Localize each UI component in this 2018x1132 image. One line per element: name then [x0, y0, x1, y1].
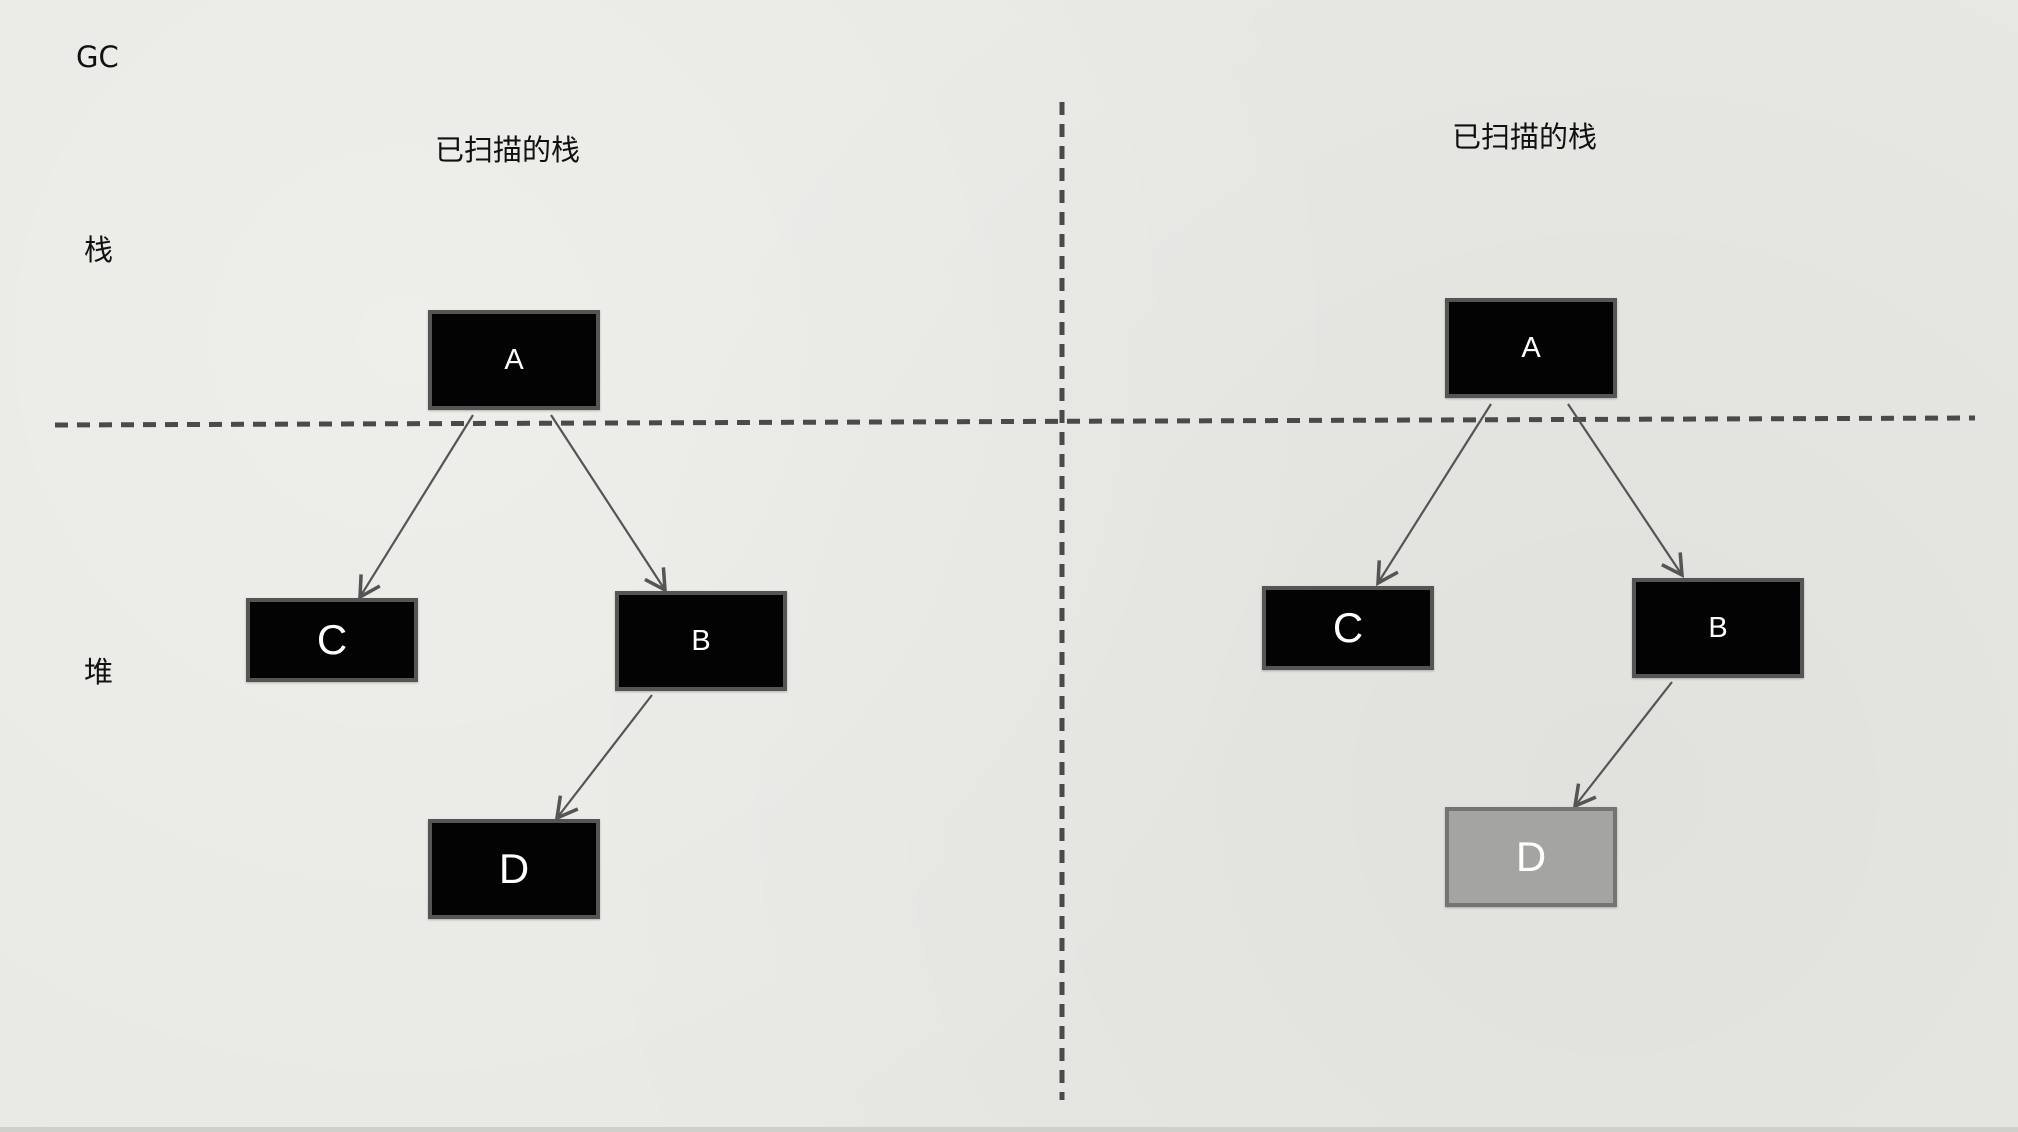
stack-row-label: 栈: [84, 233, 114, 267]
gc-title: GC: [76, 40, 119, 74]
right-node-c: C: [1262, 586, 1434, 670]
node-label: B: [1708, 611, 1728, 644]
node-label: B: [691, 624, 711, 657]
node-label: C: [316, 616, 348, 663]
stack-heap-divider: [54, 415, 1976, 428]
edge-right-a-b: [1567, 403, 1685, 579]
right-node-d: D: [1445, 807, 1617, 907]
left-node-d: D: [428, 819, 600, 919]
node-label: D: [1515, 833, 1547, 880]
left-panel-heading: 已扫描的栈: [435, 133, 581, 167]
node-label: C: [1332, 604, 1364, 651]
left-node-a: A: [428, 310, 600, 410]
node-label: A: [1521, 331, 1541, 364]
right-node-b: B: [1632, 578, 1804, 678]
edge-left-a-c: [358, 414, 474, 601]
left-node-b: B: [615, 591, 787, 691]
edge-right-a-c: [1376, 403, 1492, 587]
edge-right-b-d: [1572, 681, 1673, 809]
node-label: D: [498, 845, 530, 892]
edge-left-a-b: [550, 414, 667, 594]
node-label: A: [504, 343, 524, 376]
right-panel-heading: 已扫描的栈: [1452, 120, 1598, 154]
heap-row-label: 堆: [84, 655, 114, 689]
edge-left-b-d: [554, 694, 653, 821]
bottom-edge: [0, 1127, 2018, 1132]
left-node-c: C: [246, 598, 418, 682]
right-node-a: A: [1445, 298, 1617, 398]
